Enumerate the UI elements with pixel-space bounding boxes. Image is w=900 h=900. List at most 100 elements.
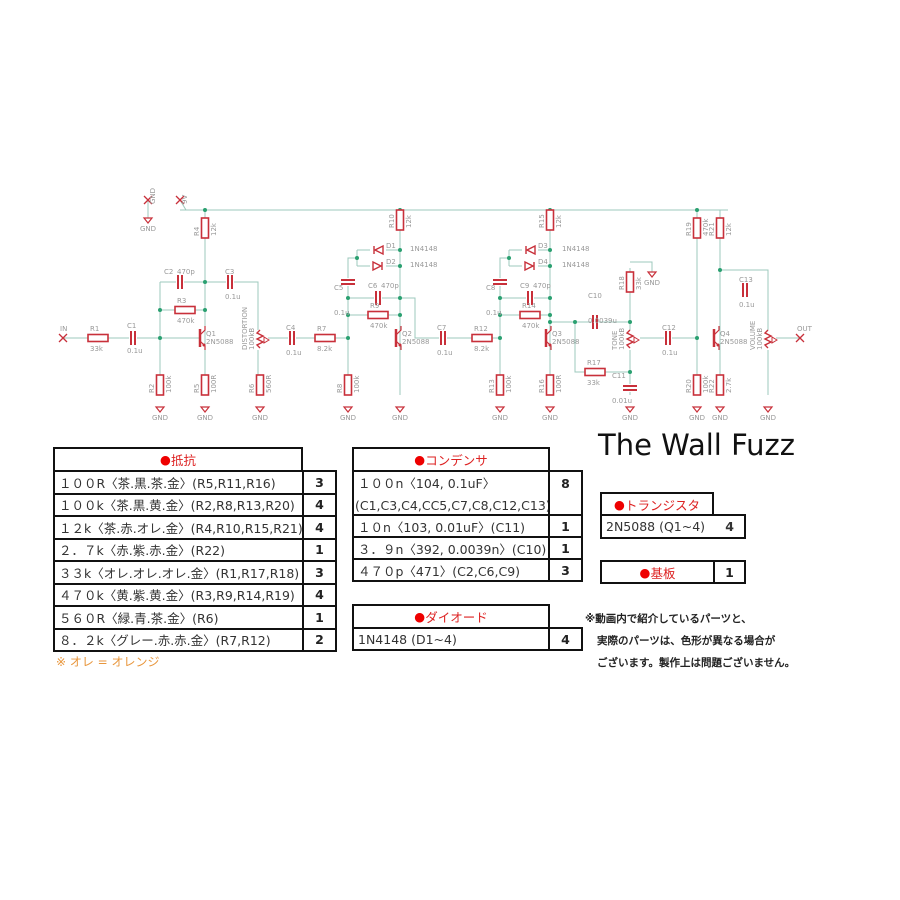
gnd-symbol: GND <box>340 406 356 422</box>
gnd-port: GND <box>143 188 157 205</box>
port-label: IN <box>60 325 67 333</box>
component-name: TONE <box>611 331 619 351</box>
bullet-icon: ● <box>639 564 651 580</box>
wire <box>720 269 769 395</box>
resistor-r14: R14 470k <box>519 302 541 330</box>
junction-dot <box>548 313 552 317</box>
table-row: ８．２k〈グレー.赤.赤.金〉(R7,R12) <box>53 627 304 652</box>
junction-dot <box>498 313 502 317</box>
component-value: 100kB <box>756 328 764 350</box>
component-name: R20 <box>685 379 693 393</box>
component-value: 12k <box>210 222 218 236</box>
gnd-label: GND <box>197 414 213 422</box>
header-label: コンデンサ <box>425 453 488 468</box>
row-qty: 4 <box>302 515 337 540</box>
junction-dot <box>398 296 402 300</box>
component-name: C4 <box>286 324 296 332</box>
component-value: 100R <box>210 375 218 393</box>
component-value: 470p <box>177 268 195 276</box>
table-row: １００R〈茶.黒.茶.金〉(R5,R11,R16) <box>53 470 304 495</box>
component-name: C5 <box>334 284 343 292</box>
table-row: ３．９n〈392, 0.0039n〉(C10) <box>352 536 550 560</box>
component-name: D2 <box>386 258 396 266</box>
gnd-label: GND <box>140 225 156 233</box>
row-qty: 1 <box>548 514 583 538</box>
resistor-table-header: ●抵抗 <box>53 447 303 472</box>
gnd-label: GND <box>392 414 408 422</box>
component-name: D3 <box>538 242 548 250</box>
capacitor-c5: C50.1u <box>334 278 355 317</box>
component-value: 100kB <box>618 328 626 350</box>
wire <box>160 281 259 395</box>
component-value: 0.1u <box>286 349 302 357</box>
component-value: 2N5088 <box>720 338 748 346</box>
transistor-table-header: ●トランジスタ <box>600 492 714 516</box>
component-name: Q3 <box>552 330 562 338</box>
bullet-icon: ● <box>160 452 171 467</box>
gnd-label: GND <box>712 414 728 422</box>
component-value: 1N4148 <box>410 245 438 253</box>
component-name: Q2 <box>402 330 412 338</box>
junction-dot <box>718 268 722 272</box>
component-value: 0.1u <box>739 301 755 309</box>
gnd-symbol: GND <box>140 217 156 233</box>
component-value: 560R <box>265 375 273 393</box>
row-label: 2N5088 (Q1~4) <box>606 519 706 534</box>
component-value: 100k <box>505 375 513 393</box>
component-value: 0.1u <box>437 349 453 357</box>
component-value: 0.1u <box>127 347 143 355</box>
junction-dot <box>158 336 162 340</box>
capacitor-c4: C4 0.1u <box>286 324 302 357</box>
component-name: R4 <box>193 226 201 236</box>
component-name: C8 <box>486 284 495 292</box>
gnd-label: GND <box>152 414 168 422</box>
component-value: 470k <box>522 322 540 330</box>
junction-dot <box>498 296 502 300</box>
component-name: R1 <box>90 325 99 333</box>
project-title: The Wall Fuzz <box>598 428 795 462</box>
junction-dot <box>548 320 552 324</box>
wire <box>499 257 509 272</box>
component-name: R18 <box>618 276 626 290</box>
junction-dot <box>507 256 511 260</box>
gnd-symbol: GND <box>689 406 705 422</box>
header-label: 基板 <box>650 565 676 581</box>
component-value: 470k <box>702 218 710 236</box>
component-name: C10 <box>588 292 602 300</box>
table-row: ３３k〈オレ.オレ.オレ.金〉(R1,R17,R18) <box>53 560 304 585</box>
row-qty: 4 <box>302 492 337 517</box>
gnd-label: GND <box>340 414 356 422</box>
component-value: 0.01u <box>612 397 632 405</box>
gnd-label: GND <box>252 414 268 422</box>
wire <box>574 322 630 373</box>
component-name: R15 <box>538 214 546 228</box>
capacitor-c1: C10.1u <box>127 322 143 355</box>
component-name: R19 <box>685 222 693 236</box>
junction-dot <box>628 320 632 324</box>
component-name: Q4 <box>720 330 731 338</box>
component-name: R14 <box>522 302 536 310</box>
table-row: １００k〈茶.黒.黄.金〉(R2,R8,R13,R20) <box>53 492 304 517</box>
gnd-label: GND <box>760 414 776 422</box>
row-label: １００n〈104, 0.1uF〉 <box>358 476 496 491</box>
note-line: ございます。製作上は問題ございません。 <box>597 657 796 669</box>
capacitor-c8: C80.1u <box>486 278 507 317</box>
gnd-label: GND <box>644 279 660 287</box>
